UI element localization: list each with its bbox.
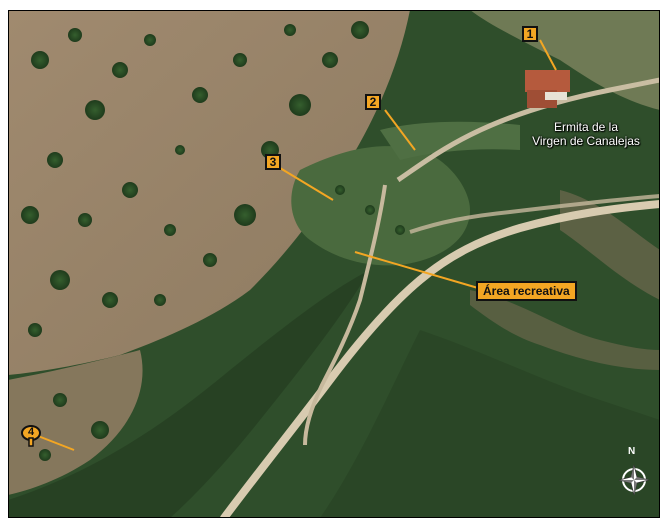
marker-2[interactable]: 2 [365, 94, 381, 110]
ermita-label-line1: Ermita de la [553, 120, 619, 134]
map-pin-icon [21, 425, 41, 447]
marker-1[interactable]: 1 [522, 26, 538, 42]
compass-rose-icon [618, 464, 650, 496]
ermita-label: Ermita de la Virgen de Canalejas [520, 120, 652, 148]
marker-3[interactable]: 3 [265, 154, 281, 170]
ermita-label-line2: Virgen de Canalejas [532, 134, 640, 148]
compass: N [618, 446, 650, 502]
marker-4-pin[interactable]: 4 [20, 424, 42, 450]
area-recreativa-label: Área recreativa [476, 281, 577, 301]
marker-4-label: 4 [27, 426, 35, 438]
north-label: N [628, 446, 636, 457]
